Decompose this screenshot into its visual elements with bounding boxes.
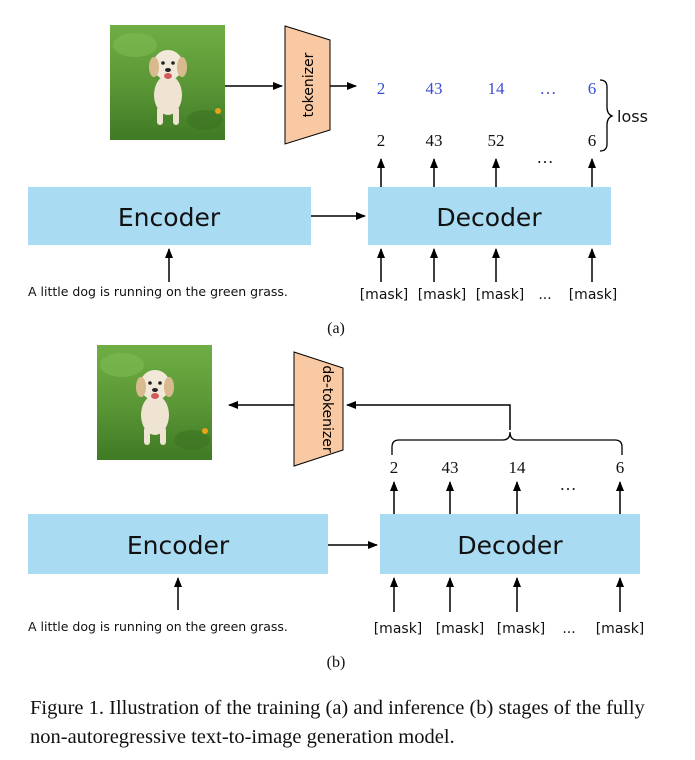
decoder-block [368,187,611,245]
target-ellipsis: … [537,148,554,167]
mask-token-row: [mask] [mask] [mask] ... [mask] [360,287,618,303]
predicted-token-row: 2 43 14 … 6 [377,79,597,98]
mask-token: [mask] [497,621,546,637]
mask-token: [mask] [360,287,409,303]
panel-b-label: (b) [327,654,346,671]
loss-label: loss [617,107,648,126]
input-image [110,25,225,140]
target-token: 2 [377,131,386,150]
detokenizer-block [293,351,344,467]
input-text: A little dog is running on the green gra… [28,284,288,299]
output-token: 43 [442,458,459,477]
decoder-output-arrows-b [390,481,624,514]
tokenizer-block [284,25,331,145]
detokenizer-label: de-tokenizer [319,365,335,453]
mask-token: ... [538,287,551,303]
tokens-to-detokenizer-arrow [346,401,511,430]
mask-token: ... [562,621,575,637]
decoder-block-b [380,514,640,574]
figure-caption: Figure 1. Illustration of the training (… [30,697,645,748]
mask-token: [mask] [476,287,525,303]
output-token: 14 [509,458,527,477]
decoder-output-arrows [377,158,596,187]
predicted-token: 6 [588,79,597,98]
mask-token: [mask] [374,621,423,637]
output-token: 6 [616,458,625,477]
encoder-block-b [28,514,328,574]
predicted-token: 2 [377,79,386,98]
diagram-canvas: tokenizer 2 43 14 … 6 2 43 52 6 … loss E… [28,25,648,671]
panel-a-label: (a) [327,320,345,337]
mask-token-row-b: [mask] [mask] [mask] ... [mask] [374,621,645,637]
target-token: 6 [588,131,597,150]
encoder-label: Encoder [118,203,221,232]
decoder-label: Decoder [436,203,542,232]
output-ellipsis: … [560,475,577,494]
mask-token: [mask] [569,287,618,303]
loss-brace [599,79,614,152]
mask-input-arrows [377,248,596,282]
output-image [97,345,212,460]
target-token-row: 2 43 52 6 … [377,131,597,167]
mask-token: [mask] [418,287,467,303]
tokenizer-label: tokenizer [301,52,317,117]
predicted-token: 43 [426,79,443,98]
predicted-token: 14 [488,79,506,98]
input-text-b: A little dog is running on the green gra… [28,619,288,634]
target-token: 52 [488,131,505,150]
mask-token: [mask] [596,621,645,637]
output-token-row: 2 43 14 6 … [390,458,625,494]
encoder-label-b: Encoder [127,531,230,560]
mask-token: [mask] [436,621,485,637]
mask-input-arrows-b [390,577,624,612]
output-token: 2 [390,458,399,477]
token-brace [391,431,623,455]
predicted-token: … [540,79,557,98]
target-token: 43 [426,131,443,150]
encoder-block [28,187,311,245]
decoder-label-b: Decoder [457,531,563,560]
